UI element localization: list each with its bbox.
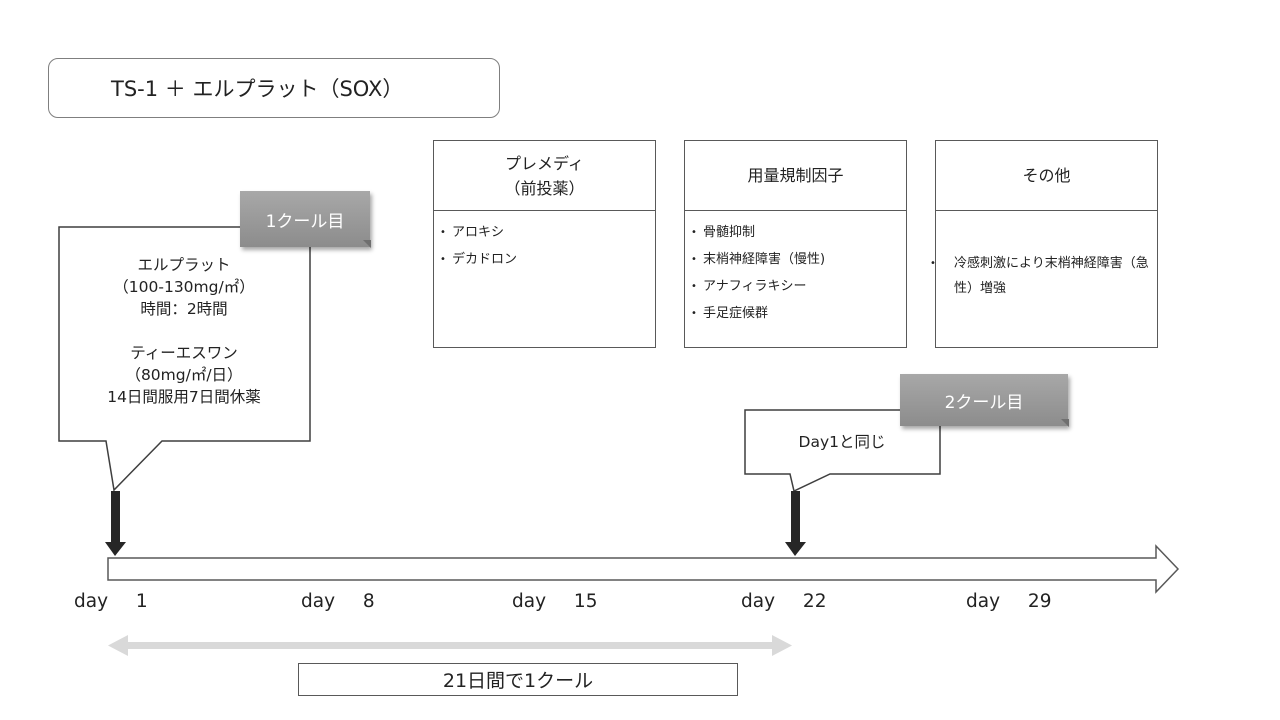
drug1-time: 時間：2時間 <box>140 300 228 318</box>
cycle1-details: エルプラット （100-130mg/㎡） 時間：2時間 ティーエスワン （80m… <box>60 254 308 408</box>
list-item: アロキシ <box>440 219 649 246</box>
drug1-dose: （100-130mg/㎡） <box>113 278 255 296</box>
day-label-1: day 1 <box>74 591 148 612</box>
day-label-29: day 29 <box>966 591 1051 612</box>
day-prefix: day <box>966 591 1001 612</box>
timeline-arrow <box>107 544 1180 594</box>
cycle-length-label: 21日間で1クール <box>298 663 738 696</box>
cycle2-note: Day1と同じ <box>798 433 886 451</box>
dose-limiting-list: 骨髄抑制 末梢神経障害（慢性) アナフィラキシー 手足症候群 <box>691 219 900 327</box>
day-prefix: day <box>301 591 336 612</box>
day-label-22: day 22 <box>741 591 826 612</box>
cycle-span-double-arrow <box>108 635 792 656</box>
callout-day1 <box>58 226 311 492</box>
list-item: 手足症候群 <box>691 300 900 327</box>
dose-limiting-card-header: 用量規制因子 <box>685 141 906 211</box>
list-item: 末梢神経障害（慢性) <box>691 246 900 273</box>
premedication-title-line1: プレメディ <box>505 153 584 173</box>
day-prefix: day <box>512 591 547 612</box>
dose-limiting-title: 用量規制因子 <box>747 166 844 185</box>
drug2-schedule: 14日間服用7日間休薬 <box>107 388 261 406</box>
regimen-title: TS-1 ＋ エルプラット（SOX） <box>48 58 500 118</box>
list-item: デカドロン <box>440 246 649 273</box>
list-item: 骨髄抑制 <box>691 219 900 246</box>
day-number: 15 <box>573 591 598 612</box>
day-prefix: day <box>74 591 109 612</box>
other-card: その他 冷感刺激により末梢神経障害（急性）増強 <box>935 140 1158 348</box>
day-prefix: day <box>741 591 776 612</box>
drug2-dose: （80mg/㎡/日） <box>125 366 243 384</box>
drug2-name: ティーエスワン <box>130 344 238 362</box>
day-label-15: day 15 <box>512 591 597 612</box>
dose-limiting-card: 用量規制因子 骨髄抑制 末梢神経障害（慢性) アナフィラキシー 手足症候群 <box>684 140 907 348</box>
day-number: 29 <box>1027 591 1052 612</box>
drug1-name: エルプラット <box>137 256 231 274</box>
premedication-title-line2: （前投薬） <box>504 178 585 198</box>
other-title: その他 <box>1022 166 1071 185</box>
day-label-8: day 8 <box>301 591 375 612</box>
other-card-header: その他 <box>936 141 1157 211</box>
day-number: 1 <box>135 591 148 612</box>
premedication-card: プレメディ （前投薬） アロキシ デカドロン <box>433 140 656 348</box>
other-list: 冷感刺激により末梢神経障害（急性）増強 <box>942 251 1151 301</box>
day22-marker-arrow <box>785 491 806 556</box>
list-item: 冷感刺激により末梢神経障害（急性）増強 <box>942 251 1151 301</box>
cycle1-tag: 1クール目 <box>240 191 370 247</box>
premedication-card-header: プレメディ （前投薬） <box>434 141 655 211</box>
day-number: 22 <box>802 591 827 612</box>
premedication-list: アロキシ デカドロン <box>440 219 649 273</box>
cycle2-tag: 2クール目 <box>900 374 1068 426</box>
day-number: 8 <box>362 591 375 612</box>
day1-marker-arrow <box>105 491 126 556</box>
list-item: アナフィラキシー <box>691 273 900 300</box>
